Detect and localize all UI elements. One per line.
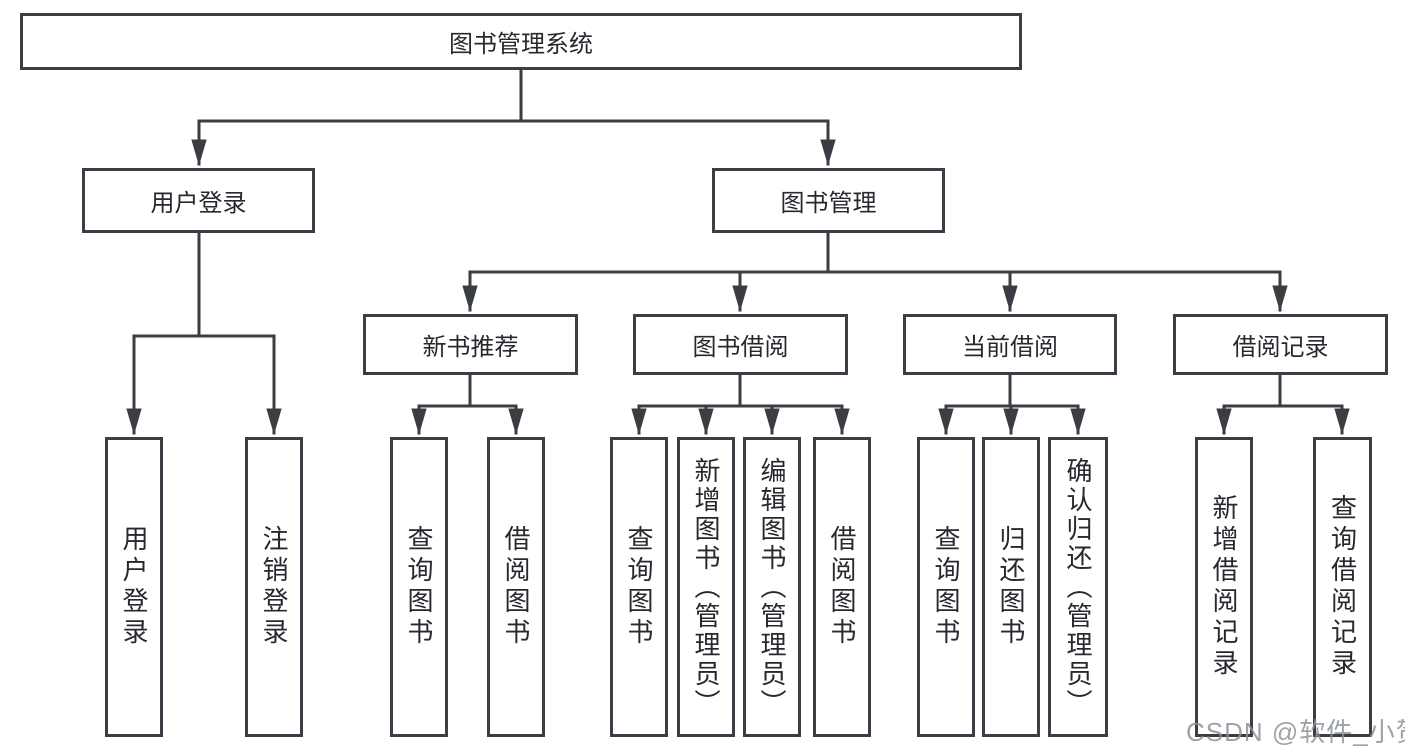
watermark: CSDN @软件_小贺同学: [1186, 717, 1405, 747]
node-user-login: 用户登录: [82, 168, 315, 233]
leaf-query-books-recommend: 查询图书: [390, 437, 448, 737]
connector-root-branch: [197, 68, 830, 123]
connector-user-login-branch: [132, 231, 276, 338]
leaf-add-borrow-record: 新增借阅记录: [1195, 437, 1253, 737]
node-book-borrowing: 图书借阅: [633, 314, 848, 375]
connector-new-book-branch: [417, 373, 518, 408]
leaf-borrow-books-recommend: 借阅图书: [487, 437, 545, 737]
leaf-add-books-admin: 新增图书（管理员）: [677, 437, 735, 737]
connector-records-branch: [1222, 373, 1344, 408]
node-current-borrowing: 当前借阅: [903, 314, 1117, 375]
leaf-confirm-return-admin: 确认归还（管理员）: [1048, 437, 1108, 737]
connector-book-borrow-branch: [637, 373, 844, 408]
node-library-system: 图书管理系统: [20, 13, 1022, 70]
leaf-logout: 注销登录: [245, 437, 303, 737]
leaf-return-books: 归还图书: [982, 437, 1040, 737]
leaf-borrow-books: 借阅图书: [813, 437, 871, 737]
connector-current-borrow-branch: [944, 373, 1080, 408]
leaf-query-borrow-record: 查询借阅记录: [1313, 437, 1372, 737]
leaf-query-books-current: 查询图书: [917, 437, 975, 737]
node-borrowing-records: 借阅记录: [1173, 314, 1388, 375]
node-book-management: 图书管理: [712, 168, 945, 233]
leaf-user-login: 用户登录: [105, 437, 163, 737]
node-new-book-recommend: 新书推荐: [363, 314, 578, 375]
leaf-edit-books-admin: 编辑图书（管理员）: [743, 437, 801, 737]
connector-book-mgmt-branch: [468, 231, 1282, 274]
leaf-query-books-borrow: 查询图书: [610, 437, 668, 737]
